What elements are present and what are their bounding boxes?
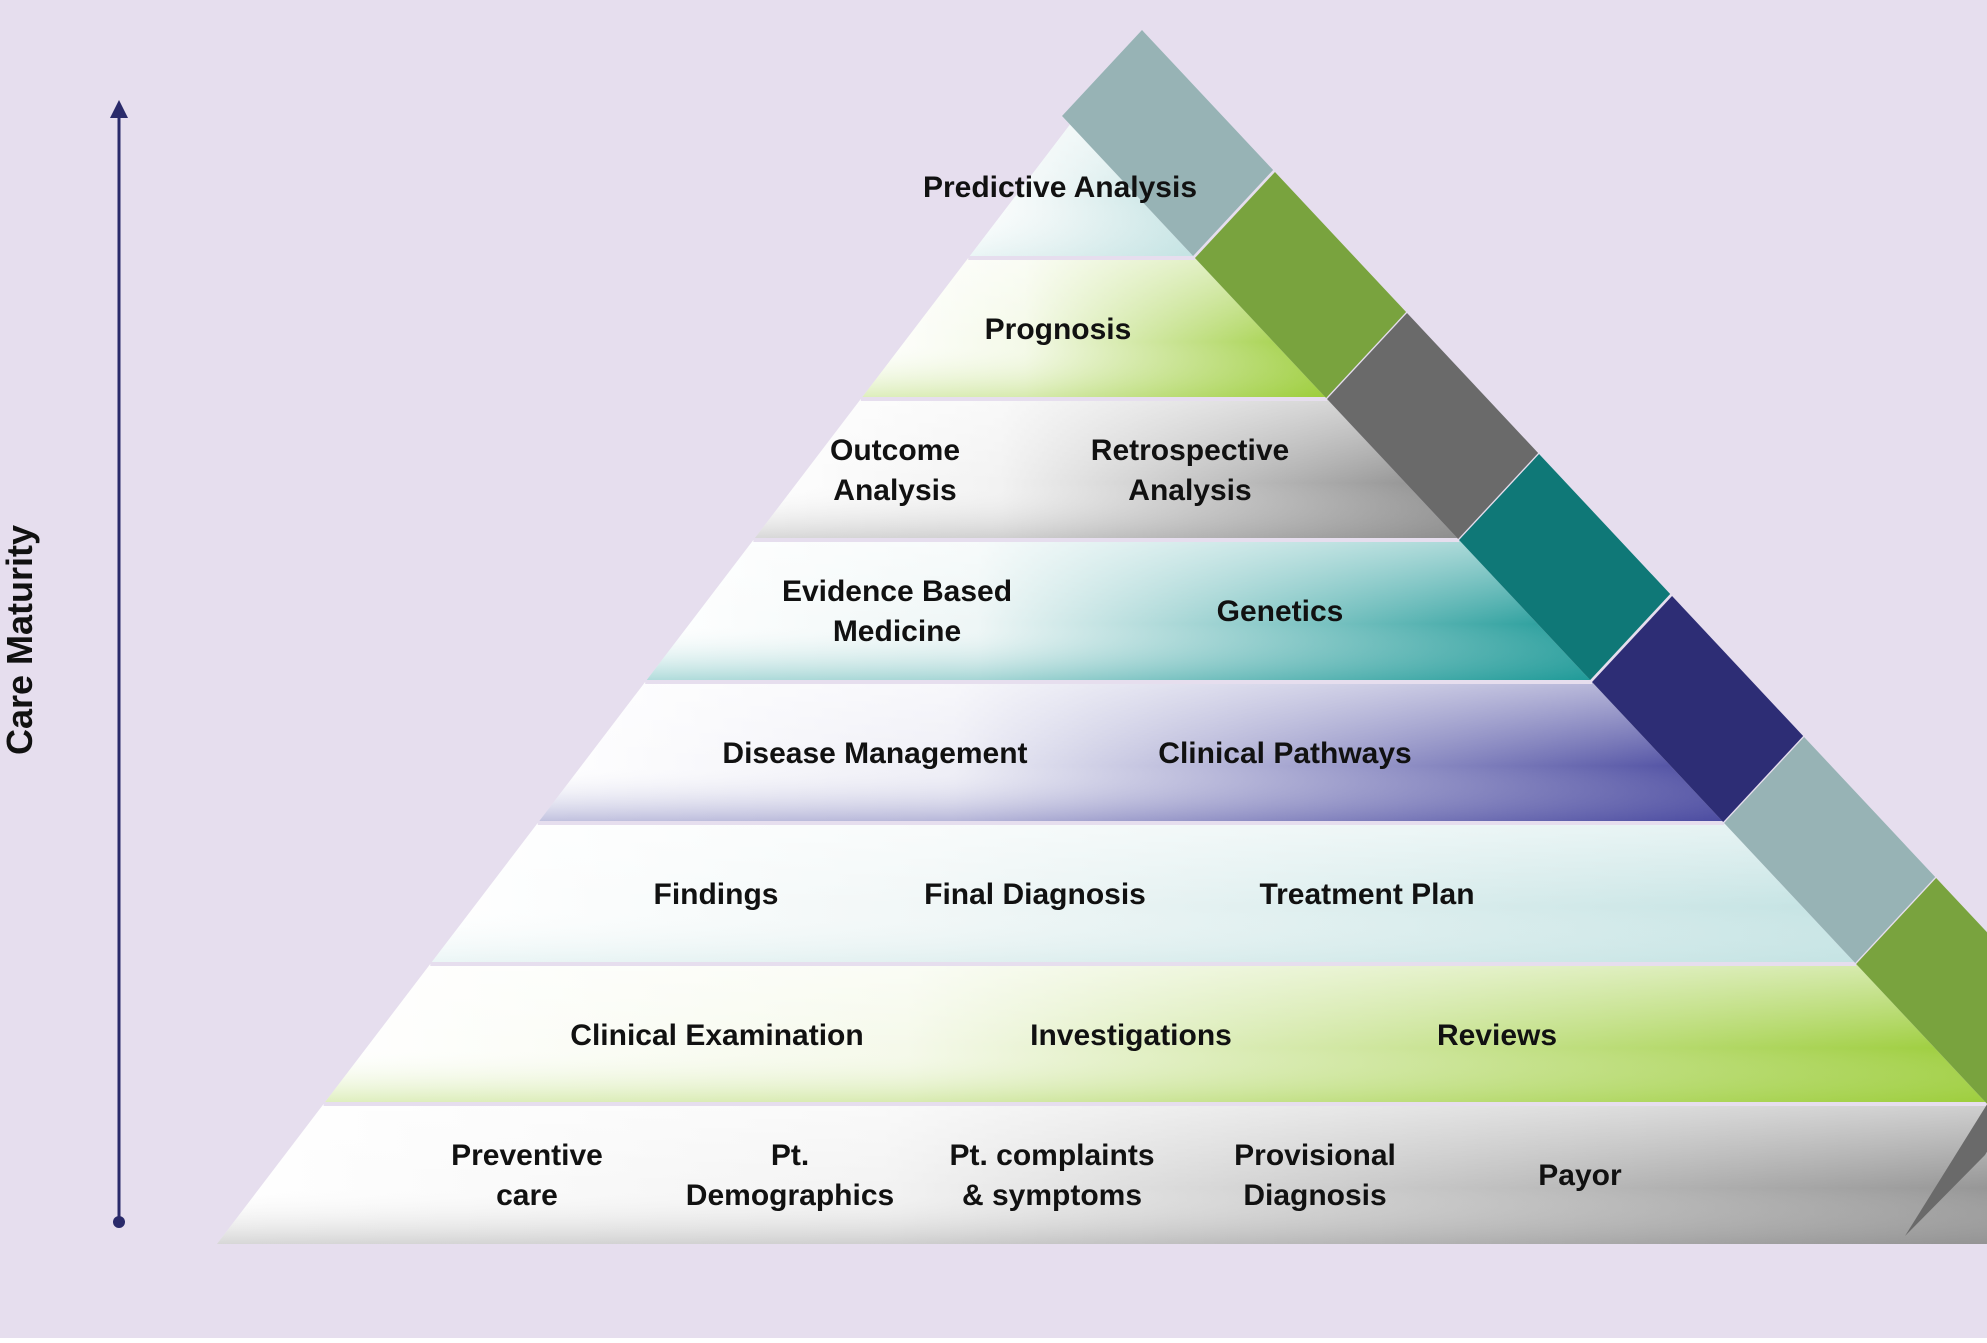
side-strip-segment-6 xyxy=(1724,737,1936,963)
side-strip-segment-7 xyxy=(1856,878,1987,1104)
care-maturity-axis: Care Maturity xyxy=(0,100,128,1228)
level-label: Demographics xyxy=(686,1179,894,1212)
side-strip-segment-5 xyxy=(1592,596,1804,822)
level-label: Provisional xyxy=(1234,1139,1396,1172)
level-label: Findings xyxy=(654,878,779,911)
level-label: Retrospective xyxy=(1091,434,1289,467)
level-label: Payor xyxy=(1538,1159,1622,1192)
level-label: Clinical Examination xyxy=(570,1019,863,1052)
level-label: & symptoms xyxy=(962,1179,1142,1212)
side-strip-segment-2 xyxy=(1194,172,1407,398)
level-label: care xyxy=(496,1179,558,1212)
level-label: Clinical Pathways xyxy=(1158,737,1411,770)
arrow-head-icon xyxy=(110,100,128,118)
level-label: Prognosis xyxy=(985,313,1132,346)
pyramid-band-shade-5 xyxy=(538,682,1724,822)
pyramid-band-shade-4 xyxy=(646,540,1591,680)
level-label: Preventive xyxy=(451,1139,603,1172)
side-strip-segment-8 xyxy=(1905,1104,1987,1236)
level-label: Analysis xyxy=(1128,474,1251,507)
axis-label: Care Maturity xyxy=(0,525,40,755)
level-label: Outcome xyxy=(830,434,960,467)
level-label: Evidence Based xyxy=(782,575,1012,608)
side-strip-segment-3 xyxy=(1327,313,1539,539)
pyramid-bands xyxy=(216,116,1987,1244)
level-label: Genetics xyxy=(1217,595,1344,628)
axis-origin-dot xyxy=(113,1216,125,1228)
level-label: Pt. xyxy=(771,1139,809,1172)
level-label: Medicine xyxy=(833,615,961,648)
level-label: Diagnosis xyxy=(1243,1179,1386,1212)
pyramid-side-strip xyxy=(1062,30,1987,1236)
level-label: Investigations xyxy=(1030,1019,1232,1052)
pyramid-band-shade-6 xyxy=(431,823,1856,963)
pyramid-band-shade-2 xyxy=(861,258,1327,398)
side-strip-segment-1 xyxy=(1062,30,1274,256)
level-label: Predictive Analysis xyxy=(923,171,1197,204)
level-labels: Predictive AnalysisPrognosisOutcomeAnaly… xyxy=(451,171,1622,1212)
pyramid-band-shade-7 xyxy=(323,964,1987,1104)
level-label: Pt. complaints xyxy=(949,1139,1154,1172)
level-label: Analysis xyxy=(833,474,956,507)
pyramid-band-shade-1 xyxy=(969,116,1194,256)
level-label: Reviews xyxy=(1437,1019,1557,1052)
pyramid-band-shade-3 xyxy=(754,399,1459,539)
side-strip-segment-4 xyxy=(1459,454,1671,680)
level-label: Treatment Plan xyxy=(1259,878,1474,911)
pyramid-band-shade-8 xyxy=(216,1104,1987,1244)
level-label: Final Diagnosis xyxy=(924,878,1146,911)
level-label: Disease Management xyxy=(722,737,1027,770)
